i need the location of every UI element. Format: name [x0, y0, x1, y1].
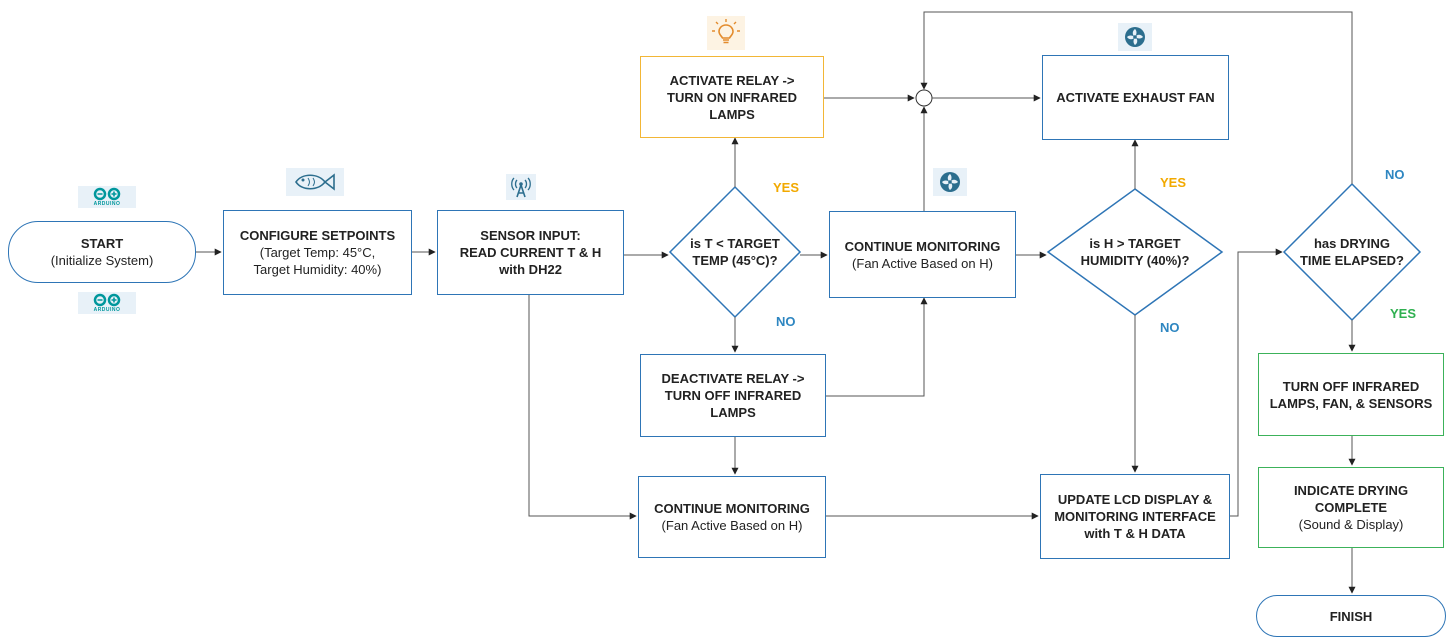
temp-no-label: NO	[776, 314, 796, 329]
indicate-line3: (Sound & Display)	[1298, 517, 1404, 532]
humidity-yes-label: YES	[1160, 175, 1187, 190]
exhaust-fan-title: ACTIVATE EXHAUST FAN	[1056, 90, 1215, 105]
decision-temp-line1: is T < TARGET	[690, 236, 780, 251]
activate-relay-line1: ACTIVATE RELAY ->	[669, 72, 795, 88]
continue-lower-subtitle: (Fan Active Based on H)	[661, 518, 803, 533]
sensor-line3: with DH22	[499, 262, 562, 277]
humidity-no-label: NO	[1160, 320, 1180, 335]
indicate-line2: COMPLETE	[1314, 500, 1388, 515]
temp-yes-label: YES	[773, 180, 800, 195]
time-no-label: NO	[1385, 167, 1405, 182]
decision-humidity-text: is H > TARGET HUMIDITY (40%)?	[1070, 232, 1200, 272]
continue-monitoring-lower-node: CONTINUE MONITORING (Fan Active Based on…	[638, 476, 826, 558]
decision-time-line2: TIME ELAPSED?	[1299, 253, 1404, 268]
fan-icon	[933, 168, 967, 196]
update-lcd-node: UPDATE LCD DISPLAY & MONITORING INTERFAC…	[1040, 474, 1230, 559]
arduino-infinity-icon	[93, 187, 121, 201]
continue-middle-title: CONTINUE MONITORING	[844, 238, 1001, 254]
arduino-infinity-icon	[93, 293, 121, 307]
fan-shape	[940, 172, 960, 192]
antenna-shape	[511, 177, 531, 198]
continue-monitoring-middle-node: CONTINUE MONITORING (Fan Active Based on…	[829, 211, 1016, 298]
configure-setpoints-node: CONFIGURE SETPOINTS (Target Temp: 45°C, …	[223, 210, 412, 295]
decision-humidity-line2: HUMIDITY (40%)?	[1080, 253, 1190, 268]
arduino-logo-icon: ARDUINO	[78, 292, 136, 314]
start-subtitle: (Initialize System)	[50, 253, 154, 268]
activate-exhaust-fan-node: ACTIVATE EXHAUST FAN	[1042, 55, 1229, 140]
lightbulb-shape	[712, 19, 740, 44]
continue-middle-subtitle: (Fan Active Based on H)	[852, 255, 993, 271]
start-title: START	[80, 236, 124, 251]
indicate-complete-node: INDICATE DRYING COMPLETE (Sound & Displa…	[1258, 467, 1444, 548]
sensor-line2: READ CURRENT T & H	[459, 245, 602, 260]
continue-lower-title: CONTINUE MONITORING	[654, 501, 810, 516]
sensor-input-node: SENSOR INPUT: READ CURRENT T & H with DH…	[437, 210, 624, 295]
turn-off-line1: TURN OFF INFRARED	[1282, 378, 1420, 394]
lightbulb-icon	[707, 16, 745, 50]
fan-icon	[1118, 23, 1152, 51]
decision-time-text: has DRYING TIME ELAPSED?	[1297, 232, 1407, 272]
deactivate-relay-line3: LAMPS	[710, 405, 756, 420]
decision-humidity-line1: is H > TARGET	[1089, 236, 1181, 251]
deactivate-relay-line1: DEACTIVATE RELAY ->	[661, 371, 805, 386]
fish-icon	[286, 168, 344, 196]
configure-title: CONFIGURE SETPOINTS	[239, 228, 396, 243]
antenna-icon	[506, 174, 536, 200]
activate-relay-node: ACTIVATE RELAY -> TURN ON INFRARED LAMPS	[640, 56, 824, 138]
deactivate-relay-node: DEACTIVATE RELAY -> TURN OFF INFRARED LA…	[640, 354, 826, 437]
finish-title: FINISH	[1329, 608, 1373, 624]
lcd-line1: UPDATE LCD DISPLAY &	[1057, 492, 1213, 507]
start-node: START (Initialize System)	[8, 221, 196, 283]
activate-relay-line3: LAMPS	[709, 106, 755, 122]
time-yes-label: YES	[1390, 306, 1417, 321]
turn-off-line2: LAMPS, FAN, & SENSORS	[1269, 395, 1433, 411]
fish-shape	[295, 173, 335, 191]
arduino-bottom-text: ARDUINO	[93, 307, 121, 313]
lcd-line3: with T & H DATA	[1084, 526, 1186, 541]
activate-relay-line2: TURN ON INFRARED	[667, 89, 797, 105]
indicate-line1: INDICATE DRYING	[1293, 483, 1409, 498]
fan-shape	[1125, 27, 1145, 47]
configure-line3: Target Humidity: 40%)	[253, 262, 382, 277]
arduino-top-text: ARDUINO	[93, 201, 121, 207]
decision-time-line1: has DRYING	[1313, 236, 1391, 251]
arduino-logo-icon: ARDUINO	[78, 186, 136, 208]
decision-temp-text: is T < TARGET TEMP (45°C)?	[680, 232, 790, 272]
finish-node: FINISH	[1256, 595, 1446, 637]
sensor-line1: SENSOR INPUT:	[480, 228, 581, 243]
turn-off-node: TURN OFF INFRARED LAMPS, FAN, & SENSORS	[1258, 353, 1444, 436]
configure-line2: (Target Temp: 45°C,	[259, 245, 376, 260]
decision-temp-line2: TEMP (45°C)?	[692, 253, 778, 268]
deactivate-relay-line2: TURN OFF INFRARED	[664, 388, 802, 403]
lcd-line2: MONITORING INTERFACE	[1054, 509, 1216, 524]
junction-circle	[915, 89, 933, 107]
